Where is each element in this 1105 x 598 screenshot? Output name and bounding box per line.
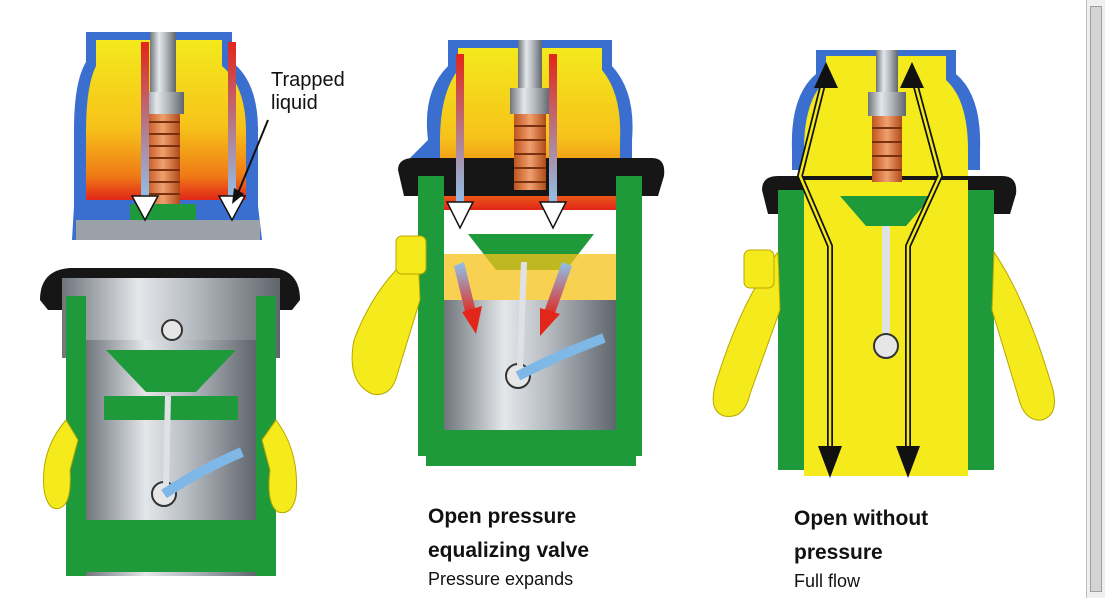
trapped-liquid-line1: Trapped: [271, 69, 345, 91]
scrollbar-thumb[interactable]: [1090, 6, 1102, 592]
trapped-liquid-label: Trapped liquid: [271, 69, 345, 115]
panel1-flow-arrow-right: [217, 42, 247, 222]
panel1-flow-arrow-left: [130, 42, 160, 222]
panel3-handle-left: [712, 249, 781, 418]
panel2-flow-arrow-left: [445, 54, 475, 230]
panel2-flow-arrow-right: [538, 54, 568, 230]
panel1-handle-right: [261, 419, 298, 514]
panel1-handle-left: [42, 419, 79, 510]
panel3-subtext: Full flow: [794, 571, 861, 591]
panel1-lower-coupler: [40, 268, 300, 576]
panel2-handle: [351, 235, 427, 396]
panel2-heading-line2: equalizing valve: [428, 539, 590, 562]
panel3-caption: Open without pressure Full flow: [794, 502, 1054, 592]
panel3-handle-right: [991, 250, 1055, 421]
panel2-subtext: Pressure expands: [428, 569, 574, 589]
panel3-heading-line1: Open without: [794, 507, 929, 530]
panel3-flow-path-right: [896, 62, 944, 478]
panel3-heading-line2: pressure: [794, 541, 883, 564]
panel2-heading-line1: Open pressure: [428, 505, 577, 528]
panel1-spring: [146, 114, 180, 204]
panel2-equalize-arrow-left: [454, 262, 482, 334]
trapped-liquid-line2: liquid: [271, 92, 318, 114]
vertical-scrollbar[interactable]: [1086, 0, 1105, 598]
panel2-stem-spring: [510, 40, 550, 190]
trapped-liquid-pointer: [235, 119, 269, 199]
panel3-flow-path-left: [796, 62, 842, 478]
panel3-stem-spring: [868, 50, 906, 182]
panel2-equalize-arrow-right: [540, 262, 572, 336]
panel2-caption: Open pressure equalizing valve Pressure …: [428, 500, 688, 590]
trapped-liquid-pointer-head: [232, 188, 244, 204]
